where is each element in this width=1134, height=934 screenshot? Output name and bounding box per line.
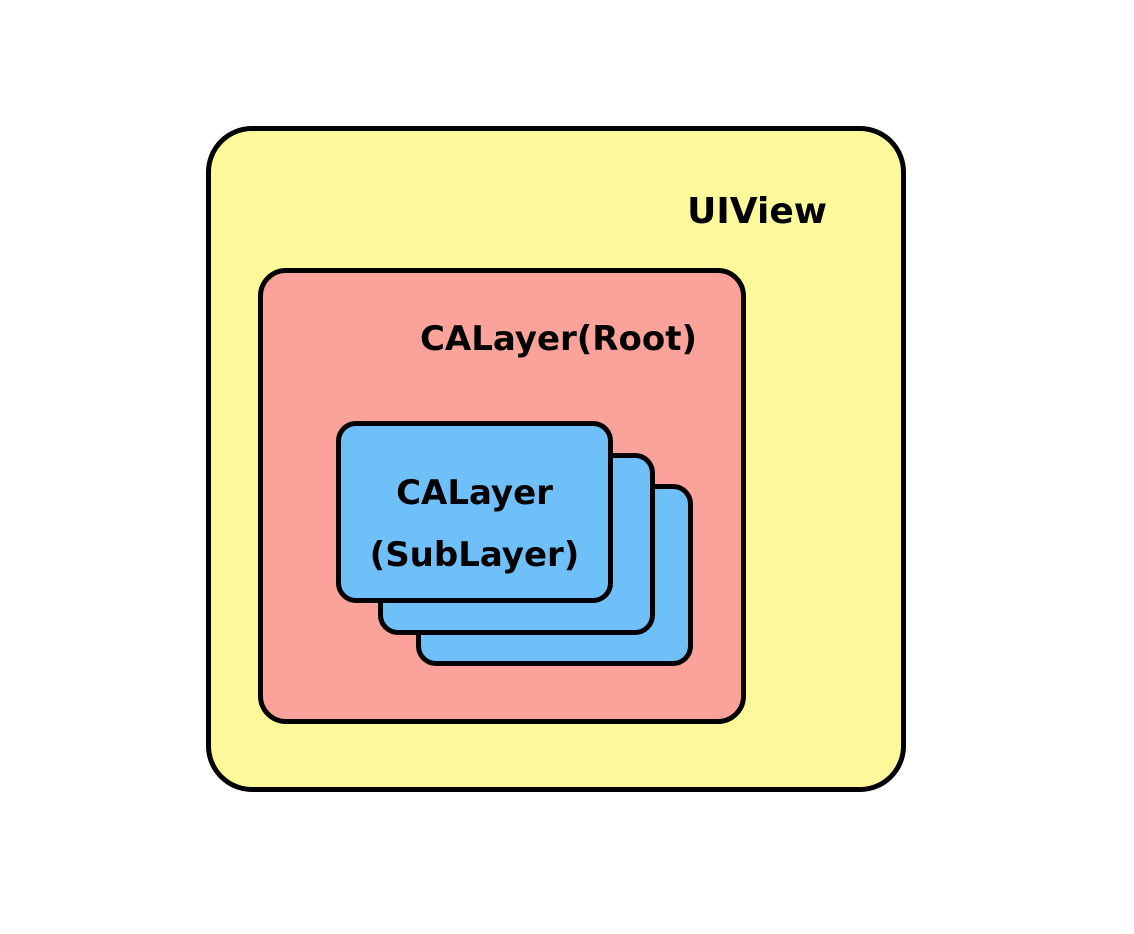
- root-calayer-label: CALayer(Root): [419, 319, 697, 359]
- uiview-label: UIView: [687, 191, 827, 232]
- sublayer-card-front: CALayer (SubLayer): [336, 421, 613, 603]
- sublayer-label-line1: CALayer: [396, 473, 553, 513]
- sublayer-label: CALayer (SubLayer): [341, 462, 608, 586]
- sublayer-label-line2: (SubLayer): [369, 535, 580, 575]
